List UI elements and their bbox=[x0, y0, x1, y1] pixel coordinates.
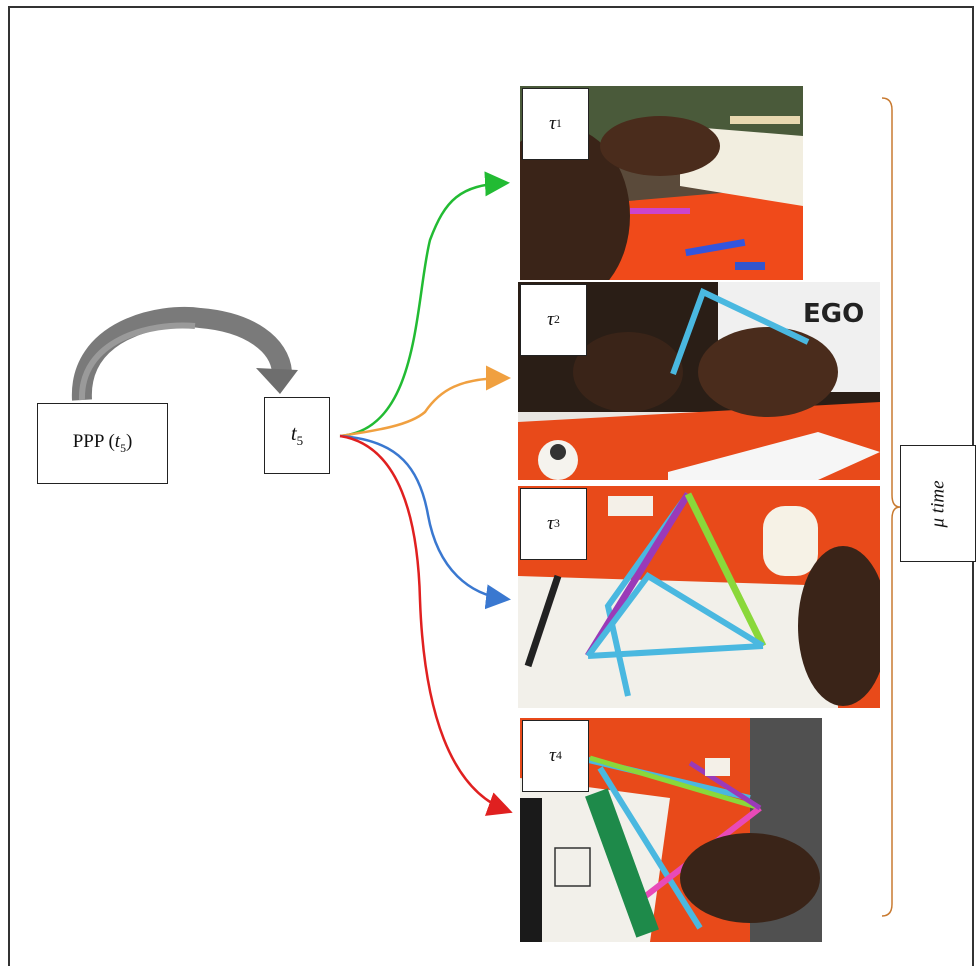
t5-box: t5 bbox=[264, 397, 330, 474]
photo-2-image: EGO bbox=[518, 282, 880, 480]
mu-time-box: μ time bbox=[900, 445, 976, 562]
t5-label: t5 bbox=[290, 421, 304, 449]
photo-4-image bbox=[520, 718, 822, 942]
ppp-box: PPP (t5) bbox=[37, 403, 168, 484]
svg-text:EGO: EGO bbox=[803, 299, 864, 329]
ppp-label: PPP (t5) bbox=[72, 431, 133, 455]
mu-time-label: μ time bbox=[927, 480, 948, 527]
